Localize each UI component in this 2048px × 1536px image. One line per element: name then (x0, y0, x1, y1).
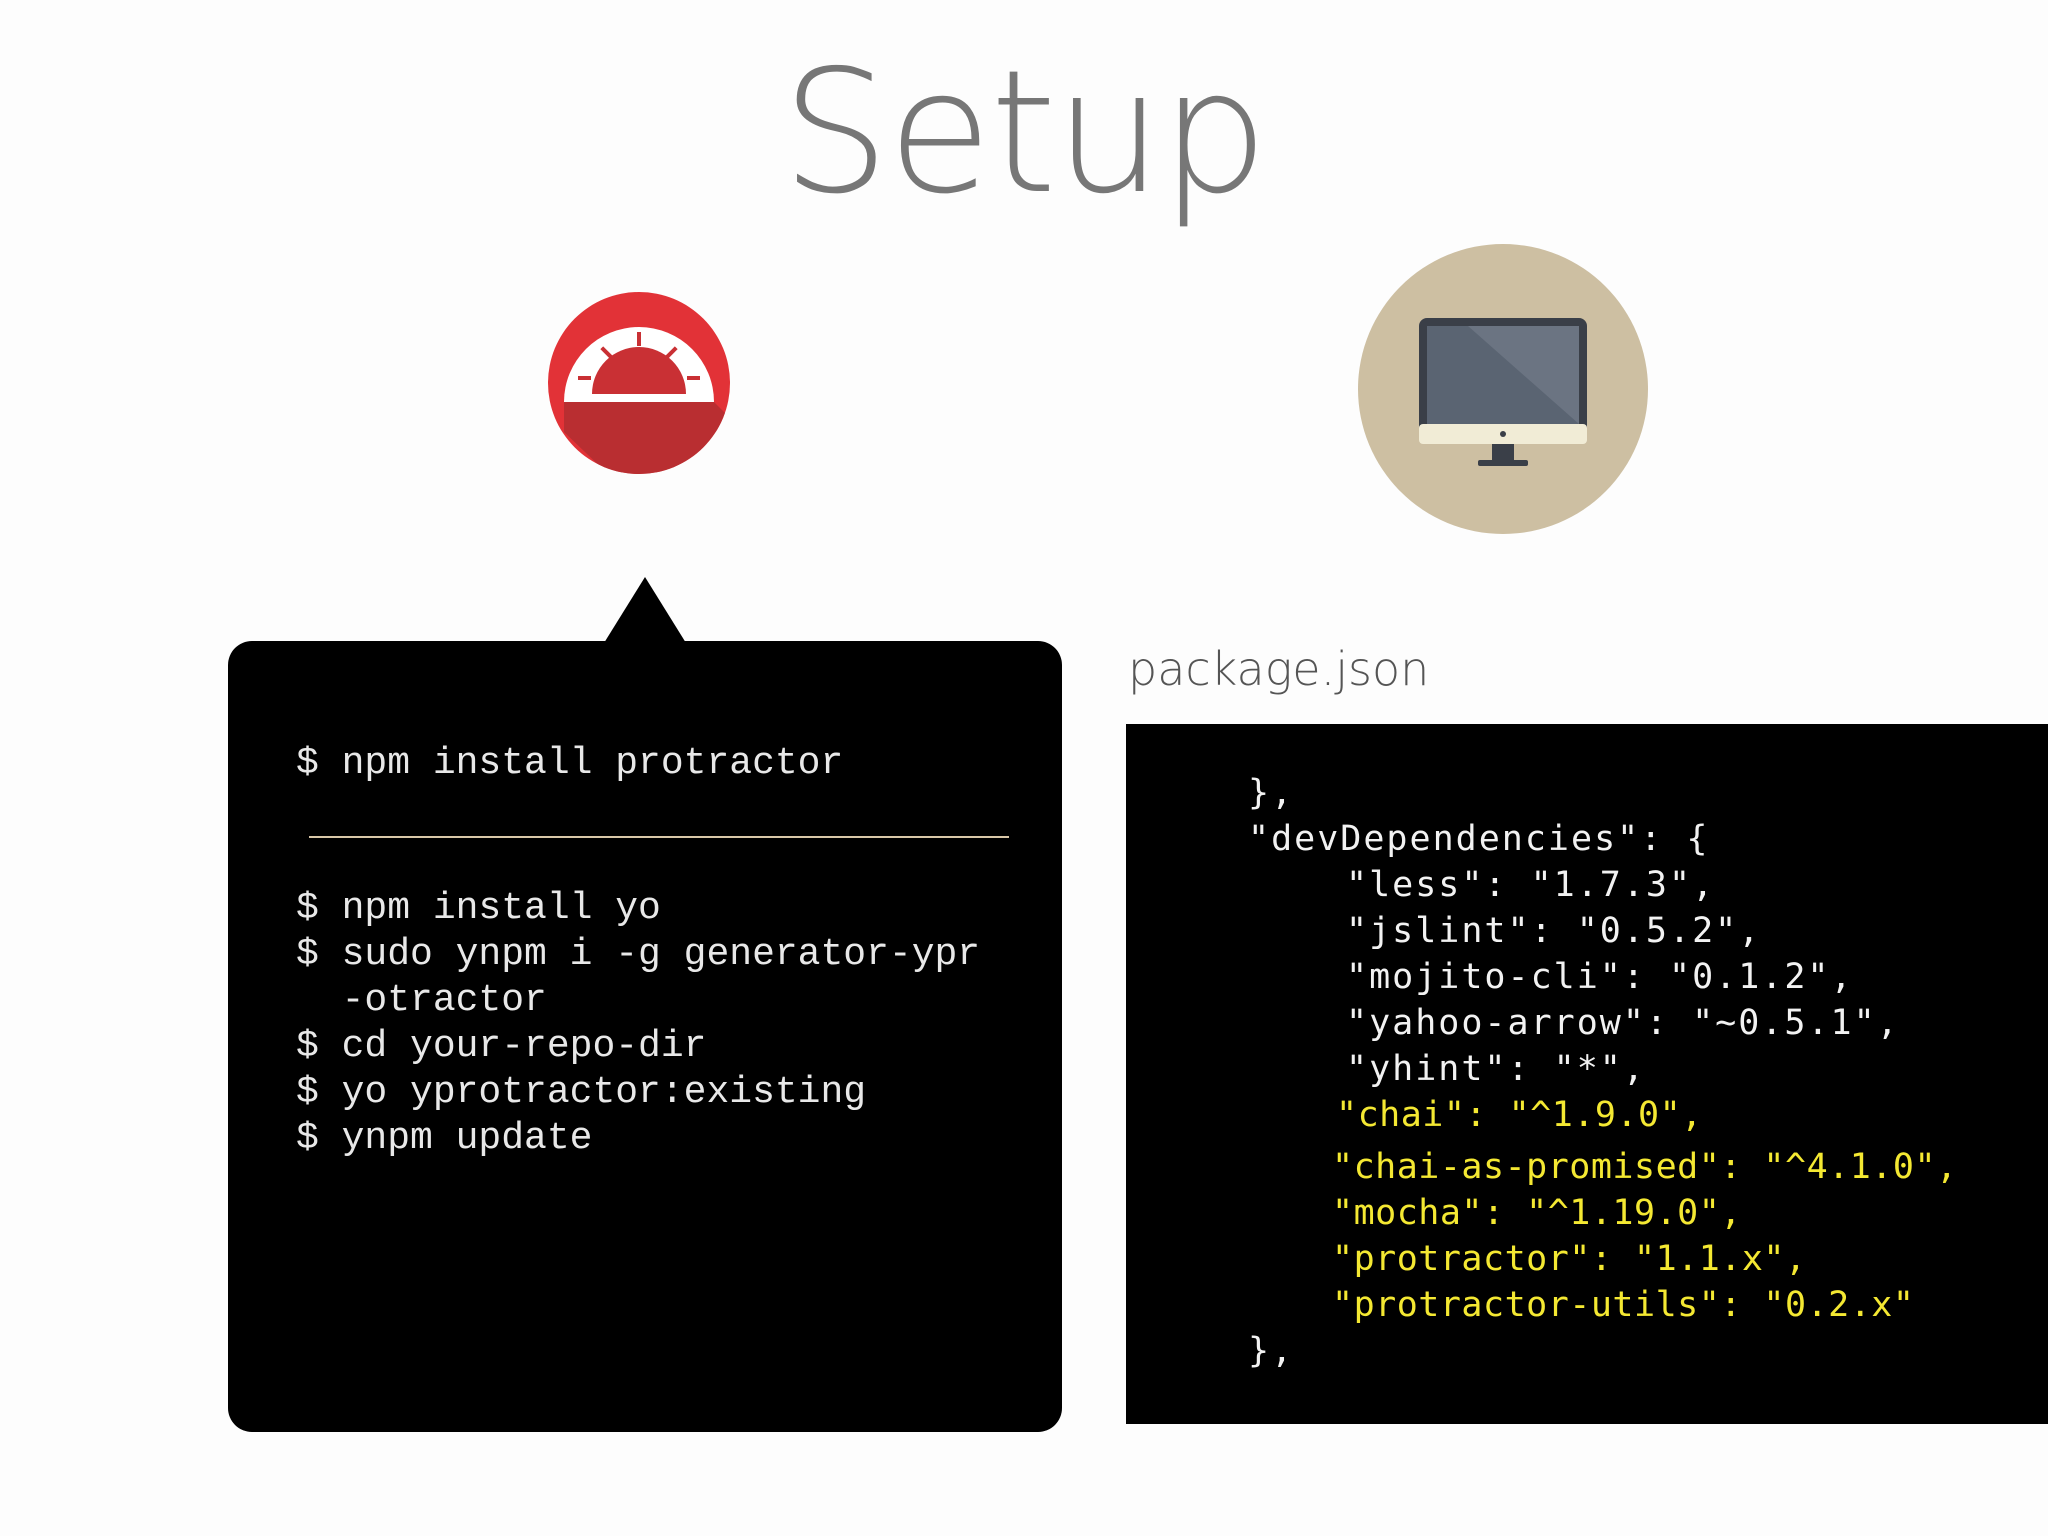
code-line: }, (1248, 1331, 1295, 1371)
code-line: "jslint": "0.5.2", (1346, 911, 1762, 951)
terminal-command-line: $ npm install protractor (296, 742, 844, 785)
package-json-label: package.json (1128, 642, 1430, 696)
desktop-monitor-icon (1358, 244, 1648, 534)
code-line: "mojito-cli": "0.1.2", (1346, 957, 1854, 997)
terminal-command-line: $ cd your-repo-dir (296, 1025, 707, 1068)
terminal-command-line: $ ynpm update (296, 1117, 593, 1160)
code-line: "less": "1.7.3", (1346, 865, 1716, 905)
code-line: "yhint": "*", (1346, 1049, 1646, 1089)
protractor-logo-icon (548, 292, 730, 474)
code-line-highlighted: "chai": "^1.9.0", (1336, 1095, 1703, 1135)
code-line-highlighted: "protractor-utils": "0.2.x" (1332, 1285, 1915, 1325)
package-json-code-panel: }, "devDependencies": { "less": "1.7.3",… (1126, 724, 2048, 1424)
code-line: }, (1248, 773, 1295, 813)
code-line: "yahoo-arrow": "~0.5.1", (1346, 1003, 1900, 1043)
terminal-divider (309, 836, 1009, 838)
code-line-highlighted: "mocha": "^1.19.0", (1332, 1193, 1742, 1233)
terminal-command-line: $ sudo ynpm i -g generator-ypr (296, 933, 981, 976)
code-line-highlighted: "protractor": "1.1.x", (1332, 1239, 1807, 1279)
terminal-command-line: $ yo yprotractor:existing (296, 1071, 867, 1114)
terminal-panel: $ npm install protractor $ npm install y… (228, 641, 1062, 1432)
terminal-command-line: $ npm install yo (296, 887, 661, 930)
slide-title: Setup (781, 34, 1269, 232)
code-line: "devDependencies": { (1248, 819, 1710, 859)
terminal-pointer (604, 577, 686, 643)
terminal-command-line: -otractor (296, 979, 547, 1022)
code-line-highlighted: "chai-as-promised": "^4.1.0", (1332, 1147, 1958, 1187)
